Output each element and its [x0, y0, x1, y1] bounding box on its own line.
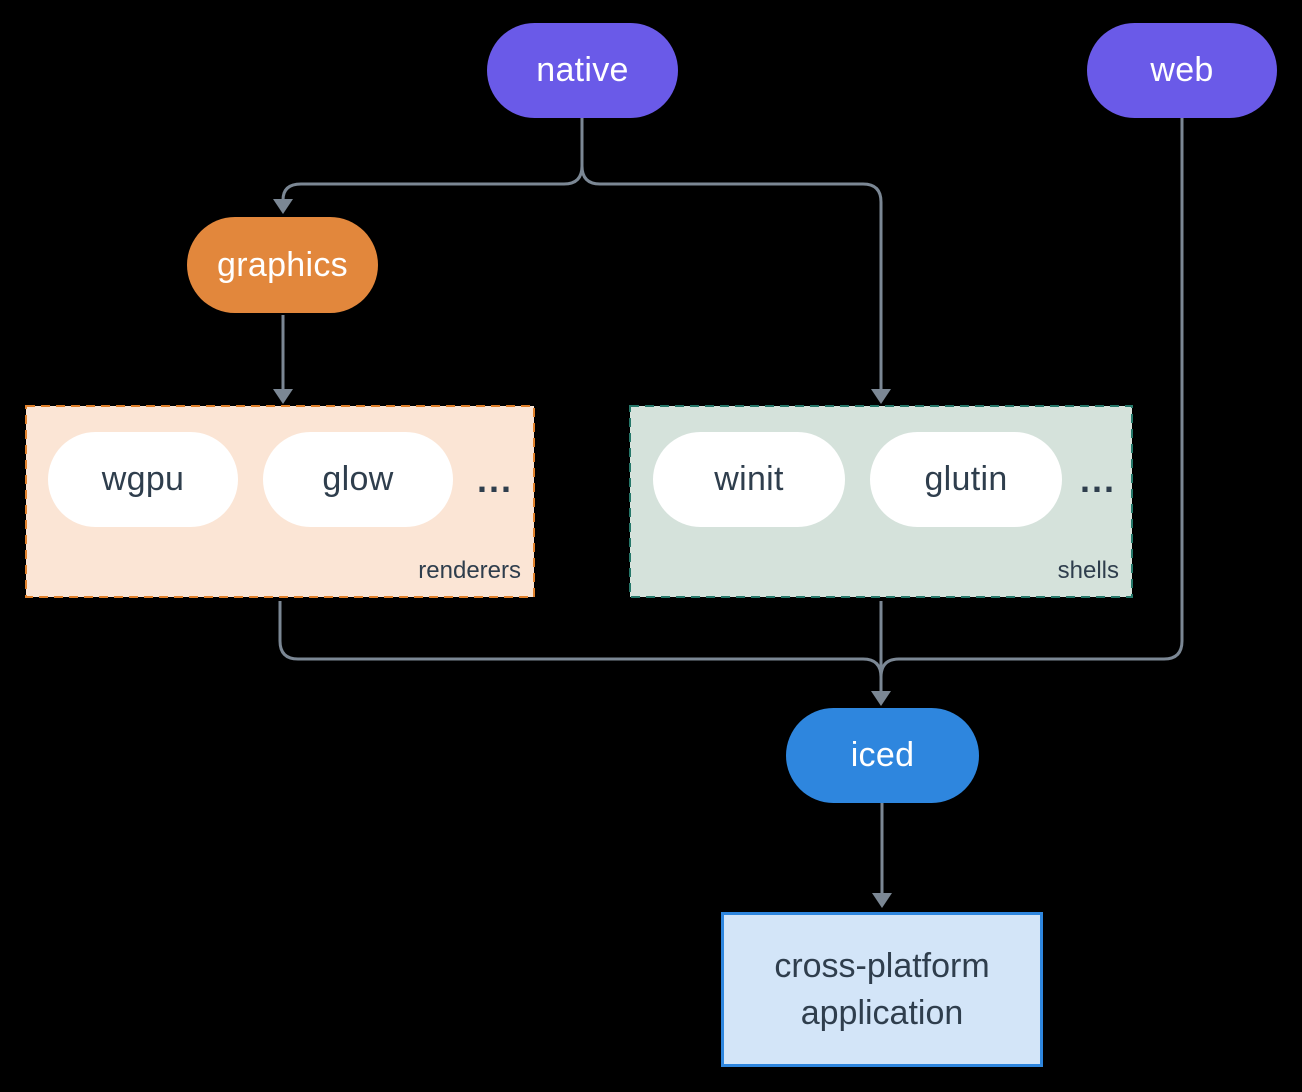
arrowhead-renderers — [273, 389, 293, 404]
node-iced: iced — [786, 708, 979, 803]
app-label-line1: cross-platform — [774, 946, 990, 985]
node-graphics: graphics — [187, 217, 378, 313]
arrowhead-app — [872, 893, 892, 908]
node-winit: winit — [653, 432, 845, 527]
node-web: web — [1087, 23, 1277, 118]
edge-native-to-shells — [580, 118, 883, 389]
node-native: native — [487, 23, 678, 118]
shells-ellipsis: ... — [1079, 458, 1116, 500]
node-glutin: glutin — [870, 432, 1062, 527]
renderers-ellipsis: ... — [476, 458, 513, 500]
edge-renderers-to-iced — [278, 601, 883, 678]
arrowhead-graphics — [273, 199, 293, 214]
arrowhead-shells — [871, 389, 891, 404]
node-glow: glow — [263, 432, 453, 527]
edge-web-to-iced — [879, 118, 1184, 678]
shells-group-label: shells — [1057, 557, 1119, 584]
app-label-line2: application — [800, 993, 964, 1032]
node-wgpu: wgpu — [48, 432, 238, 527]
edge-native-to-graphics — [281, 118, 584, 201]
renderers-group-label: renderers — [418, 557, 521, 584]
arrowhead-iced — [871, 691, 891, 706]
node-cross-platform-application: cross-platform application — [721, 912, 1043, 1067]
